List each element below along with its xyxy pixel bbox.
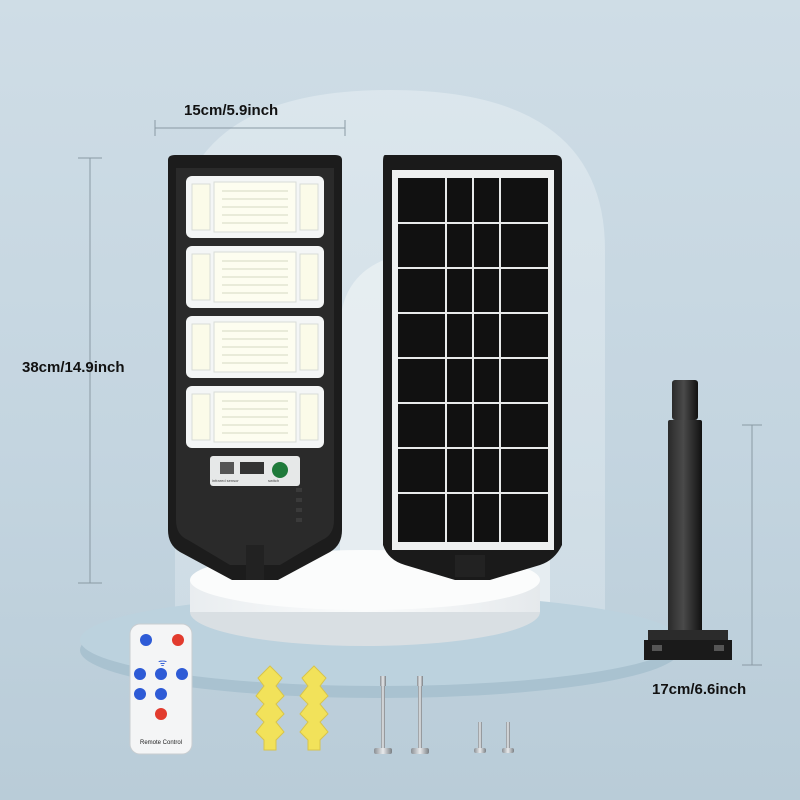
wall-anchors [255,665,329,751]
remote-m3-button [176,668,188,680]
remote-control: ᯤ Remote Control [129,623,193,755]
panel-right-label: switch [268,478,279,483]
panel-left-label: infrared sensor [212,478,239,483]
remote-auto-button [155,708,167,720]
dimension-lines [78,120,762,666]
remote-off-button [172,634,184,646]
remote-m1-button [134,668,146,680]
solar-panel [383,155,562,580]
solar-cell-grid [398,178,548,542]
screws [374,676,514,754]
lamp-front: infrared sensor switch [168,155,342,580]
remote-m5-button [155,688,167,700]
remote-on-button [140,634,152,646]
remote-m4-button [134,688,146,700]
wifi-icon: ᯤ [158,658,167,669]
control-panel: infrared sensor switch [210,456,300,486]
width-dimension-label: 15cm/5.9inch [184,102,279,119]
height-dimension-label: 38cm/14.9inch [22,359,125,376]
mounting-pole [644,380,732,660]
remote-m2-button [155,668,167,680]
pole-dimension-label: 17cm/6.6inch [652,681,747,698]
led-modules [186,176,324,448]
remote-label: Remote Control [140,740,182,746]
